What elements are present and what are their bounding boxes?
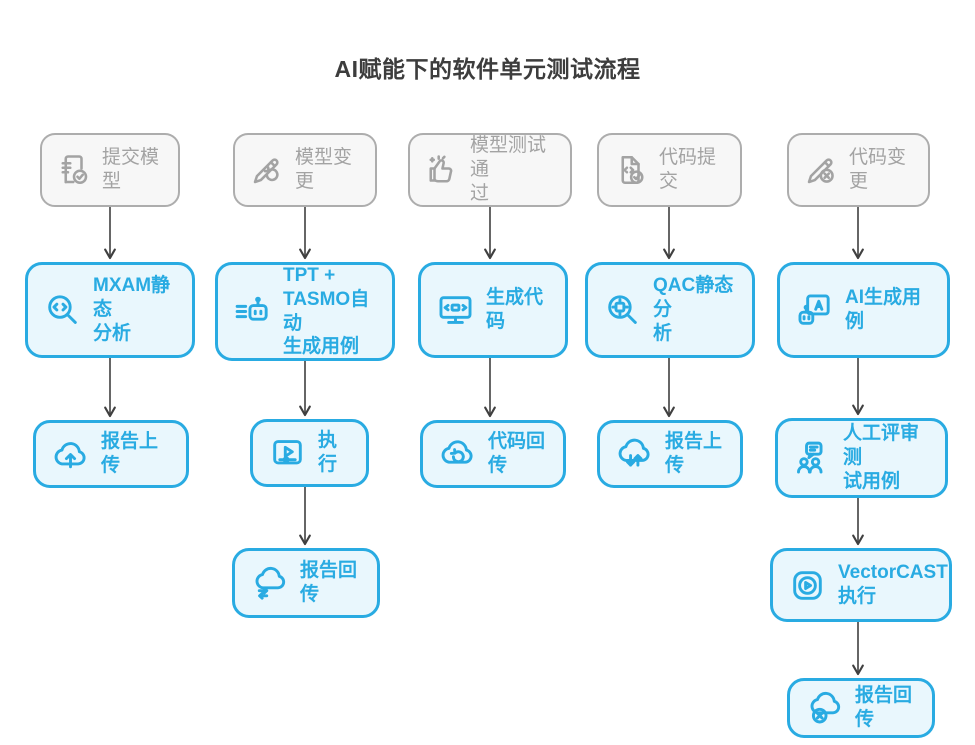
node-label: 模型变更 xyxy=(295,147,353,192)
video-play-icon xyxy=(267,433,308,474)
cloud-sync-icon xyxy=(437,434,478,475)
node-manual-review-test-cases: 人工评审测 试用例 xyxy=(775,418,948,498)
node-label: 代码提交 xyxy=(659,147,717,192)
node-label: 报告上传 xyxy=(101,431,159,476)
node-model-change: 模型变更 xyxy=(233,133,377,207)
pencil-refresh-icon xyxy=(249,152,285,188)
thumbs-up-icon xyxy=(424,152,460,188)
node-model-test-pass: 模型测试通 过 xyxy=(408,133,572,207)
node-report-upload: 报告上传 xyxy=(33,420,189,488)
pencil-x-icon xyxy=(803,152,839,188)
cloud-updown-icon xyxy=(614,434,655,475)
node-execute: 执行 xyxy=(250,419,369,487)
node-label: 报告回传 xyxy=(855,685,913,730)
cloud-upload-icon xyxy=(50,434,91,475)
document-check-icon xyxy=(56,152,92,188)
node-generate-code: 生成代码 xyxy=(418,262,568,358)
node-report-return-2: 报告回传 xyxy=(787,678,935,738)
node-label: 提交模型 xyxy=(102,147,160,192)
node-code-change: 代码变更 xyxy=(787,133,930,207)
app-play-icon xyxy=(787,565,828,606)
node-label: 生成代码 xyxy=(486,287,544,332)
node-label: 报告上传 xyxy=(665,431,723,476)
node-label: 报告回传 xyxy=(300,560,358,605)
node-tpt-tasmo-generate-cases: TPT + TASMO自动 生成用例 xyxy=(215,262,395,361)
node-mxam-static-analysis: MXAM静态 分析 xyxy=(25,262,195,358)
node-label: 代码变更 xyxy=(849,147,907,192)
chip-search-icon xyxy=(602,290,643,331)
node-code-submit: 代码提交 xyxy=(597,133,742,207)
node-ai-generate-cases: AI生成用例 xyxy=(777,262,950,358)
cloud-transfer-icon xyxy=(249,563,290,604)
node-label: TPT + TASMO自动 生成用例 xyxy=(283,265,370,358)
cloud-x-icon xyxy=(804,688,845,729)
node-label: 人工评审测 试用例 xyxy=(843,423,920,492)
node-label: 代码回传 xyxy=(488,431,546,476)
node-label: QAC静态分 析 xyxy=(653,275,734,344)
people-review-icon xyxy=(792,438,833,479)
node-report-return: 报告回传 xyxy=(232,548,380,618)
node-label: 模型测试通 过 xyxy=(470,135,547,204)
node-report-upload-2: 报告上传 xyxy=(597,420,743,488)
node-label: MXAM静态 分析 xyxy=(93,275,171,344)
node-label: AI生成用例 xyxy=(845,287,922,332)
node-vectorcast-execute: VectorCAST 执行 xyxy=(770,548,952,622)
code-search-icon xyxy=(42,290,83,331)
node-label: VectorCAST 执行 xyxy=(838,562,948,607)
robot-screen-icon xyxy=(794,290,835,331)
node-submit-model: 提交模型 xyxy=(40,133,180,207)
monitor-code-icon xyxy=(435,290,476,331)
node-code-return: 代码回传 xyxy=(420,420,566,488)
node-qac-static-analysis: QAC静态分 析 xyxy=(585,262,755,358)
robot-list-icon xyxy=(232,291,273,332)
node-label: 执行 xyxy=(318,430,338,475)
page-title: AI赋能下的软件单元测试流程 xyxy=(334,56,641,82)
code-file-check-icon xyxy=(613,152,649,188)
